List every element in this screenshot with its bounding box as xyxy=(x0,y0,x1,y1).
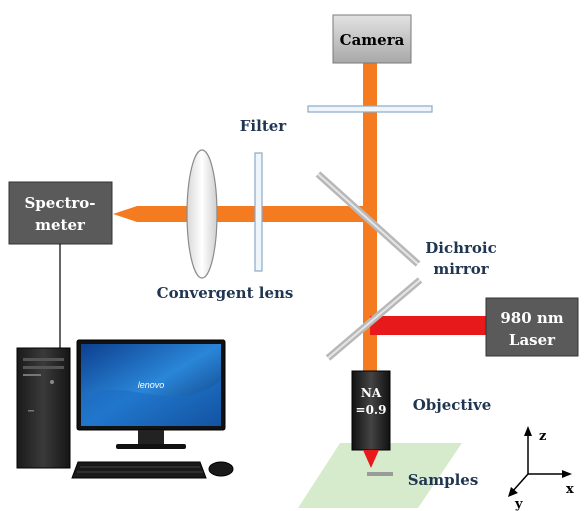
spectrometer-box xyxy=(8,181,113,245)
emission-arrow-head xyxy=(113,206,137,222)
laser-label-line2: Laser xyxy=(509,331,556,349)
dichroic-label-line1: Dichroic xyxy=(425,239,496,257)
focused-laser-cone xyxy=(363,450,379,468)
sample xyxy=(367,472,393,476)
filter-label: Filter xyxy=(240,117,288,135)
convergent-lens xyxy=(186,149,218,279)
na-label-line2: =0.9 xyxy=(356,403,387,417)
monitor-brand-label: lenovo xyxy=(138,380,165,390)
axis-z-label: z xyxy=(539,429,546,444)
laser-box xyxy=(485,297,579,357)
computer-monitor: lenovo xyxy=(76,339,226,449)
keyboard xyxy=(71,461,207,479)
spectrometer-label-line1: Spectro- xyxy=(24,194,95,212)
camera-label: Camera xyxy=(340,31,405,49)
coordinate-axes xyxy=(508,426,572,497)
laser-beam xyxy=(370,316,486,335)
axis-y-label: y xyxy=(514,497,523,511)
axis-x-label: x xyxy=(566,482,574,497)
computer-tower xyxy=(16,347,71,469)
mouse xyxy=(208,461,234,477)
horizontal-emission-beam xyxy=(137,206,370,222)
na-label-line1: NA xyxy=(361,386,382,400)
convergent-lens-label: Convergent lens xyxy=(157,284,294,302)
laser-label-line1: 980 nm xyxy=(500,309,563,327)
spectrometer-label-line2: meter xyxy=(35,216,86,234)
objective-label: Objective xyxy=(413,396,492,414)
emission-filter xyxy=(254,152,263,272)
dichroic-label-line2: mirror xyxy=(433,260,489,278)
samples-label: Samples xyxy=(408,471,479,489)
camera-box xyxy=(332,14,412,64)
camera-filter xyxy=(307,105,433,113)
objective xyxy=(351,370,391,451)
